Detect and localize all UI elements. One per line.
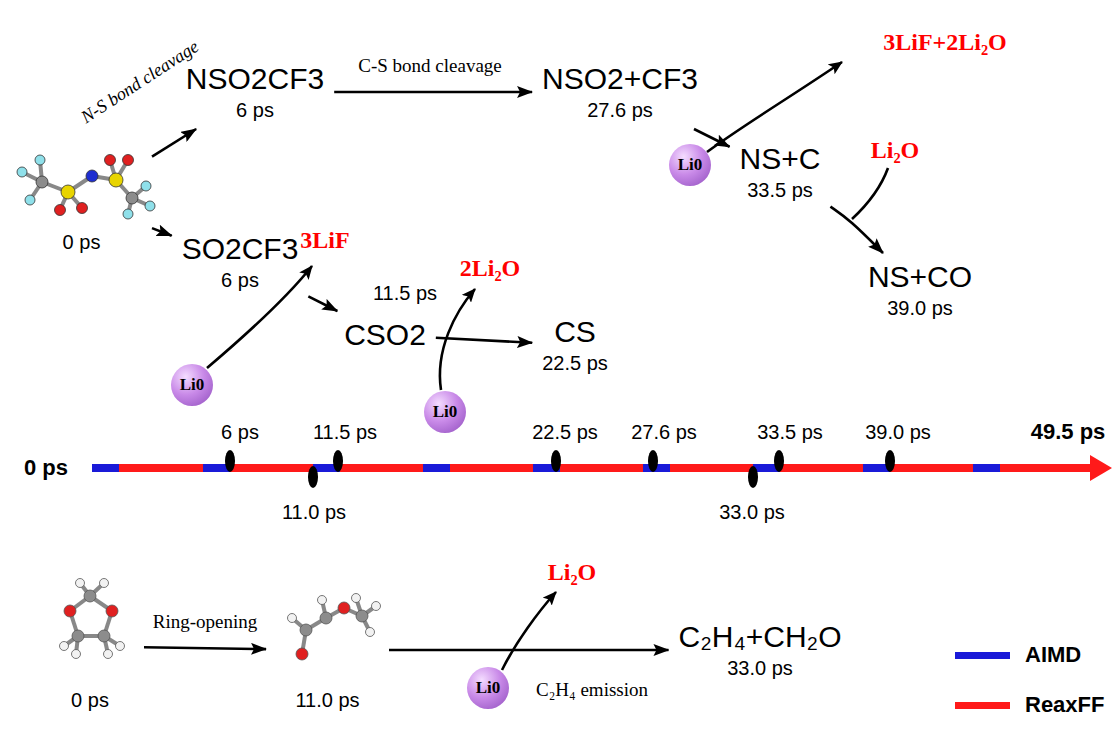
time-label: 27.6 ps — [631, 421, 697, 444]
dol-molecule — [60, 579, 125, 659]
product-label: Li₂O — [548, 559, 597, 586]
atom-label: Li0 — [180, 375, 205, 395]
molecule-node: 0 ps — [40, 578, 140, 715]
edge-label: Ring-opening — [153, 611, 258, 633]
time-label: 33.5 ps — [757, 421, 823, 444]
reaction-arrow — [694, 129, 730, 147]
opened-molecule — [288, 594, 381, 661]
time-label: 22.5 ps — [542, 350, 608, 376]
time-label: 6 ps — [221, 421, 259, 444]
legend-swatch — [955, 652, 1010, 659]
time-markers — [225, 450, 895, 488]
lithium-reaction-curves — [207, 62, 888, 670]
timeline-end: 49.5 ps — [1031, 419, 1106, 445]
time-label: 27.6 ps — [587, 97, 653, 123]
product-label: 3LiF+2Li₂O — [883, 29, 1007, 56]
species-node: NS+CO39.0 ps — [862, 257, 978, 323]
reaction-arrow — [308, 296, 337, 311]
time-label: 6 ps — [236, 97, 274, 123]
time-label: 39.0 ps — [887, 295, 953, 321]
species-node: CSO2 — [338, 315, 432, 355]
time-label: 22.5 ps — [532, 421, 598, 444]
species-node: NSO2CF36 ps — [180, 59, 330, 125]
product-label: 2Li₂O — [460, 255, 521, 282]
lithium-atom: Li0 — [424, 391, 466, 433]
atom-label: Li0 — [476, 678, 501, 698]
product-label: Li₂O — [871, 137, 920, 164]
reaction-arrow — [830, 207, 883, 253]
species-formula: NSO2+CF3 — [542, 61, 698, 97]
species-node: NS+C33.5 ps — [734, 139, 827, 205]
species-node: CS22.5 ps — [536, 312, 614, 378]
species-formula: NSO2CF3 — [186, 61, 324, 97]
time-label: 11.5 ps — [373, 282, 437, 305]
legend-text: AIMD — [1025, 642, 1081, 668]
legend-swatch — [955, 702, 1010, 709]
species-node: SO2CF36 ps — [176, 229, 305, 295]
species-formula: C₂H₄+CH₂O — [678, 619, 841, 655]
tfsi-molecule — [17, 155, 155, 220]
time-label: 11.0 ps — [295, 687, 359, 713]
species-formula: NS+C — [740, 141, 821, 177]
edge-label: N-S bond cleavage — [77, 36, 202, 128]
reaction-arrow — [436, 338, 532, 343]
reaction-arrow — [334, 91, 532, 94]
species-formula: CSO2 — [344, 317, 426, 353]
edge-label: C-S bond cleavage — [358, 55, 502, 77]
reaction-arrow — [152, 228, 172, 236]
time-label: 11.5 ps — [313, 421, 377, 444]
time-label: 6 ps — [221, 267, 259, 293]
edge-label: C₂H₄ emission — [536, 679, 648, 701]
molecule-node: 0 ps — [15, 145, 148, 257]
timeline-start: 0 ps — [24, 455, 68, 481]
reaction-arrow — [152, 129, 196, 157]
atom-label: Li0 — [678, 155, 703, 175]
time-label: 39.0 ps — [865, 421, 931, 444]
time-label: 0 ps — [71, 687, 109, 713]
lithium-atom: Li0 — [669, 144, 711, 186]
time-label: 11.0 ps — [282, 501, 346, 524]
reaction-arrow — [144, 647, 266, 649]
reaction-arrow — [389, 649, 668, 652]
atom-label: Li0 — [433, 402, 458, 422]
lithium-atom: Li0 — [467, 667, 509, 709]
time-label: 33.0 ps — [727, 655, 793, 681]
species-formula: CS — [554, 314, 596, 350]
molecule-node: 11.0 ps — [270, 585, 385, 715]
species-formula: SO2CF3 — [182, 231, 299, 267]
time-label: 33.0 ps — [719, 501, 785, 524]
timeline-bar — [92, 455, 1112, 481]
legend-text: ReaxFF — [1025, 692, 1104, 718]
species-formula: NS+CO — [868, 259, 972, 295]
product-label: 3LiF — [300, 227, 349, 254]
species-node: NSO2+CF327.6 ps — [536, 59, 704, 125]
species-node: C₂H₄+CH₂O33.0 ps — [672, 617, 847, 683]
time-label: 0 ps — [63, 229, 101, 255]
time-label: 33.5 ps — [747, 177, 813, 203]
lithium-atom: Li0 — [171, 364, 213, 406]
